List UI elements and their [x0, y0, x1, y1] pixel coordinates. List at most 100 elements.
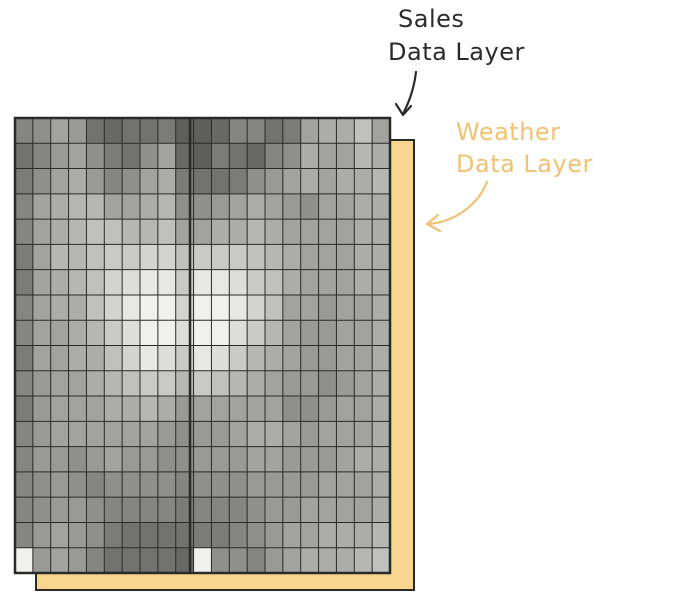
- heat-cell: [175, 320, 195, 346]
- heat-cell: [175, 522, 195, 549]
- heat-cell: [282, 320, 302, 346]
- weather-arrow-icon: [426, 180, 489, 226]
- heat-cell: [122, 143, 141, 170]
- heat-cell: [15, 320, 34, 346]
- weather-label-line1: Weather: [456, 118, 561, 146]
- heat-cell: [157, 345, 177, 372]
- heat-cell: [282, 522, 302, 549]
- heat-cell: [104, 219, 123, 245]
- heat-cell: [229, 320, 248, 346]
- heat-cell: [175, 345, 195, 372]
- heat-cell: [15, 244, 34, 271]
- heat-cell: [157, 396, 177, 422]
- heat-cell: [122, 320, 141, 346]
- heat-cell: [157, 244, 177, 271]
- heat-cell: [193, 219, 212, 245]
- heat-cell: [282, 370, 302, 397]
- sales-heat-cells: [15, 118, 391, 574]
- heat-cell: [229, 345, 248, 372]
- heat-cell: [354, 471, 373, 498]
- heat-cell: [122, 219, 141, 245]
- heat-cell: [68, 446, 87, 473]
- heat-cell: [372, 118, 391, 144]
- heat-cell: [247, 219, 266, 245]
- heat-cell: [229, 446, 248, 473]
- heat-cell: [175, 370, 195, 397]
- heat-cell: [86, 143, 105, 170]
- heat-cell: [86, 219, 105, 245]
- heat-cell: [282, 471, 302, 498]
- heat-cell: [175, 547, 195, 574]
- heat-cell: [300, 446, 320, 473]
- heat-cell: [265, 345, 284, 372]
- heat-cell: [140, 168, 159, 195]
- heat-cell: [247, 446, 266, 473]
- heat-cell: [229, 118, 248, 144]
- heat-cell: [157, 219, 177, 245]
- heat-cell: [300, 193, 320, 220]
- heat-cell: [229, 244, 248, 271]
- heat-cell: [318, 345, 337, 372]
- sales-layer-border: [13, 116, 392, 575]
- heat-cell: [229, 219, 248, 245]
- heat-cell: [247, 193, 266, 220]
- heat-cell: [193, 294, 212, 321]
- heat-cell: [229, 143, 248, 170]
- heat-cell: [372, 244, 391, 271]
- heat-cell: [140, 294, 159, 321]
- heat-cell: [229, 193, 248, 220]
- heat-cell: [175, 497, 195, 523]
- heat-cell: [354, 396, 373, 422]
- heat-cell: [193, 269, 212, 296]
- heat-cell: [104, 396, 123, 422]
- heat-cell: [318, 143, 337, 170]
- heat-cell: [354, 219, 373, 245]
- heat-cell: [318, 269, 337, 296]
- heat-cell: [157, 118, 177, 144]
- heat-cell: [211, 370, 230, 397]
- heat-cell: [193, 370, 212, 397]
- heat-cell: [86, 446, 105, 473]
- heat-cell: [122, 269, 141, 296]
- heat-cell: [211, 396, 230, 422]
- heat-cell: [140, 320, 159, 346]
- heat-cell: [32, 522, 52, 549]
- sales-arrowhead-icon: [394, 102, 413, 117]
- heat-cell: [68, 497, 87, 523]
- heat-cell: [157, 421, 177, 448]
- heat-cell: [247, 320, 266, 346]
- heat-cell: [211, 522, 230, 549]
- heat-cell: [68, 370, 87, 397]
- heat-cell: [104, 370, 123, 397]
- heat-cell: [86, 244, 105, 271]
- heat-cell: [50, 547, 70, 574]
- heat-cell: [15, 269, 34, 296]
- heat-cell: [193, 421, 212, 448]
- heat-cell: [50, 345, 70, 372]
- heat-cell: [175, 143, 195, 170]
- heat-cell: [32, 446, 52, 473]
- heat-cell: [193, 168, 212, 195]
- heat-cell: [300, 471, 320, 498]
- heat-cell: [211, 497, 230, 523]
- heat-cell: [15, 143, 34, 170]
- heat-cell: [32, 497, 52, 523]
- heat-cell: [211, 345, 230, 372]
- heat-cell: [229, 497, 248, 523]
- heat-cell: [372, 345, 391, 372]
- heat-cell: [193, 396, 212, 422]
- heat-cell: [300, 219, 320, 245]
- heat-cell: [300, 522, 320, 549]
- heat-cell: [336, 471, 355, 498]
- heat-cell: [140, 143, 159, 170]
- heat-cell: [140, 522, 159, 549]
- heat-cell: [86, 370, 105, 397]
- heat-cell: [50, 320, 70, 346]
- heat-cell: [15, 522, 34, 549]
- heat-cell: [157, 168, 177, 195]
- heat-cell: [211, 193, 230, 220]
- heat-cell: [211, 168, 230, 195]
- heat-cell: [104, 320, 123, 346]
- heat-cell: [140, 118, 159, 144]
- heat-cell: [229, 370, 248, 397]
